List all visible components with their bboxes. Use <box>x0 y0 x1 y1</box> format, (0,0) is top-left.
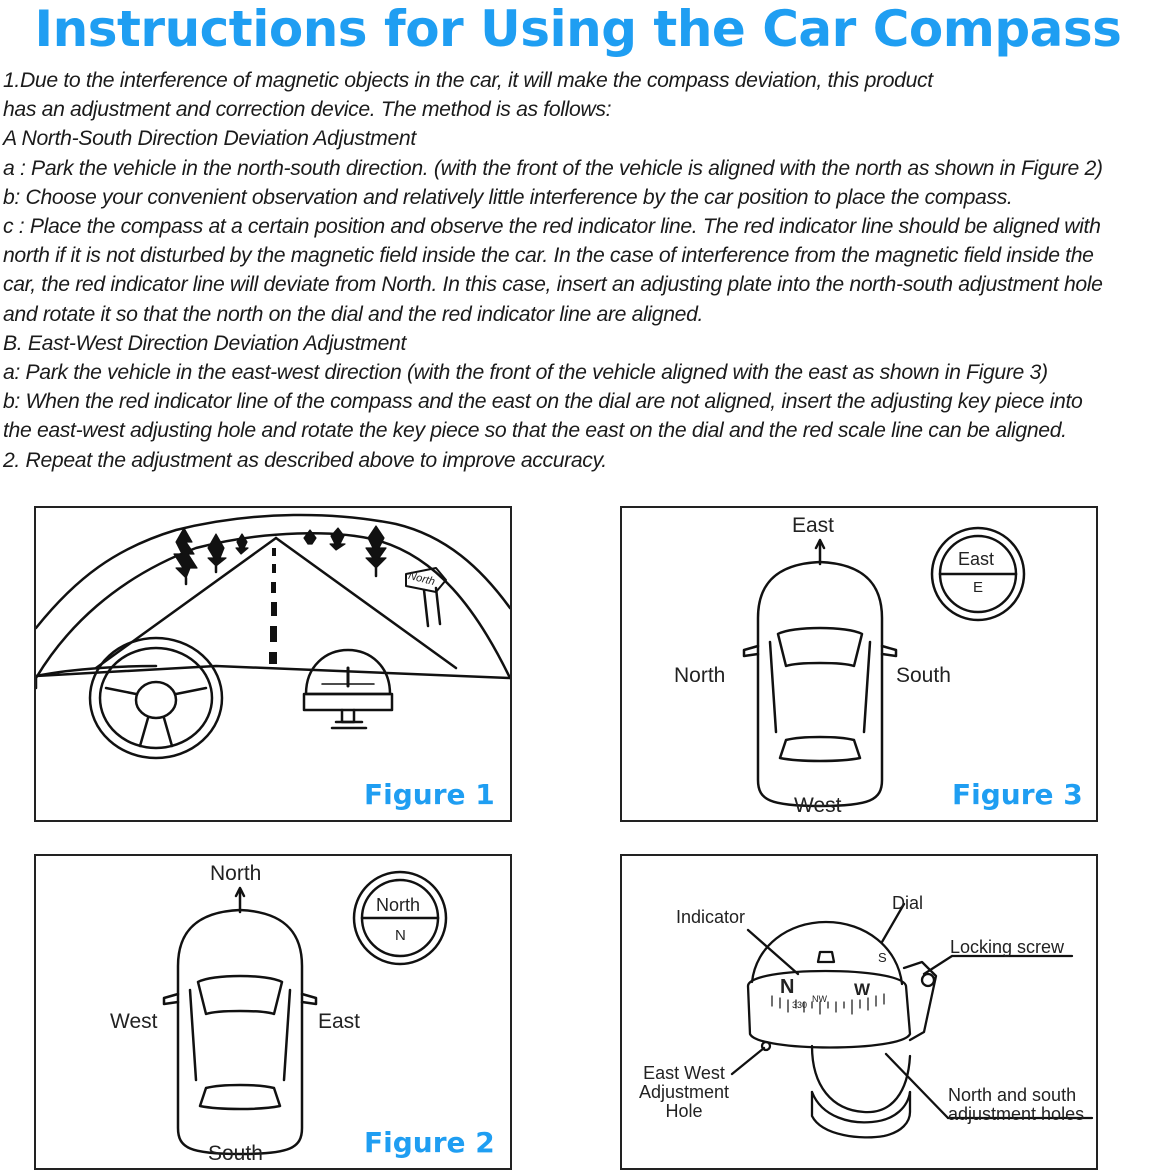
instruction-line: b: Choose your convenient observation an… <box>3 185 1013 209</box>
figure-2-panel: North West East South North N Figure 2 <box>34 854 512 1170</box>
page-title: Instructions for Using the Car Compass <box>34 0 1122 58</box>
instruction-line: car, the red indicator line will deviate… <box>3 273 1103 297</box>
instruction-line: 1.Due to the interference of magnetic ob… <box>3 69 933 92</box>
direction-right-label: South <box>896 664 951 687</box>
figure-1-label: Figure 1 <box>364 778 495 811</box>
instruction-line: c : Place the compass at a certain posit… <box>3 215 1101 239</box>
dial-mark-w: W <box>854 980 871 999</box>
car-east-illustration <box>742 526 1026 808</box>
dial-letter: E <box>973 579 984 596</box>
figure-4-panel: N 330 NW W S Indicator Dial Locking scre… <box>620 854 1098 1170</box>
direction-left-label: West <box>110 1010 158 1033</box>
instruction-line: b: When the red indicator line of the co… <box>3 390 1083 414</box>
instruction-line: A North-South Direction Deviation Adjust… <box>3 127 416 151</box>
instruction-line: has an adjustment and correction device.… <box>3 98 612 122</box>
instruction-line: a: Park the vehicle in the east-west dir… <box>3 361 1048 385</box>
dial-label: Dial <box>892 893 924 913</box>
indicator-label: Indicator <box>676 907 746 927</box>
dial-letter: N <box>395 927 406 944</box>
instructions-text: 1.Due to the interference of magnetic ob… <box>3 66 1155 475</box>
instruction-line: 2. Repeat the adjustment as described ab… <box>3 448 607 472</box>
dial-word: North <box>376 895 421 915</box>
ns-holes-line: adjustment holes <box>948 1104 1085 1124</box>
dial-mark-nw: NW <box>812 994 827 1004</box>
ns-holes-label: North and south adjustment holes <box>948 1086 1084 1124</box>
figure-3-panel: East North South West East E Figure 3 <box>620 506 1098 822</box>
ew-hole-line: Adjustment <box>638 1082 730 1102</box>
figure-3-label: Figure 3 <box>952 778 1083 811</box>
dial-mark-s: S <box>878 950 887 965</box>
locking-screw-label: Locking screw <box>950 937 1065 957</box>
instruction-line: north if it is not disturbed by the magn… <box>3 244 1094 268</box>
ns-holes-line: North and south <box>948 1085 1077 1105</box>
compass-parts-illustration <box>730 902 1094 1139</box>
dial-mark-n: N <box>780 976 795 998</box>
ew-hole-line: East West <box>643 1063 725 1083</box>
direction-bottom-label: West <box>794 794 842 817</box>
instruction-line: B. East-West Direction Deviation Adjustm… <box>3 331 406 355</box>
figure-2-label: Figure 2 <box>364 1126 495 1159</box>
car-north-illustration <box>162 870 448 1156</box>
figure-1-panel: North Figure 1 <box>34 506 512 822</box>
direction-left-label: North <box>674 664 726 687</box>
instruction-line: the east-west adjusting hole and rotate … <box>3 419 1067 443</box>
direction-top-label: East <box>792 514 835 537</box>
instruction-line: a : Park the vehicle in the north-south … <box>3 156 1103 180</box>
dashboard-illustration <box>36 513 510 760</box>
ew-hole-label: East West Adjustment Hole <box>636 1064 732 1121</box>
ew-hole-line: Hole <box>665 1101 703 1121</box>
direction-right-label: East <box>318 1010 361 1033</box>
dial-word: East <box>958 549 995 569</box>
instruction-line: and rotate it so that the north on the d… <box>3 302 704 326</box>
direction-top-label: North <box>210 862 262 885</box>
direction-bottom-label: South <box>208 1142 263 1165</box>
dial-mark-deg: 330 <box>792 1000 808 1010</box>
